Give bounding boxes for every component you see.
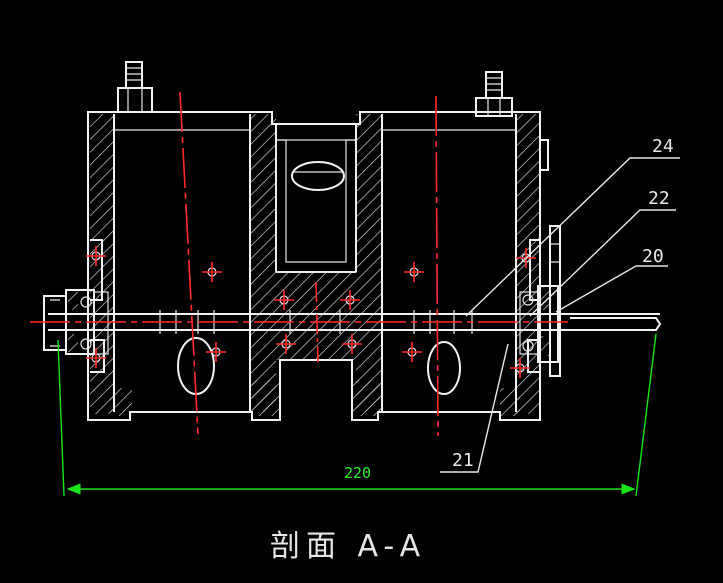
- callout-22: 22: [648, 188, 670, 209]
- callout-21: 21: [452, 450, 474, 471]
- dimension-220: 220: [344, 464, 371, 482]
- housing-section: [87, 61, 549, 421]
- callout-24: 24: [652, 136, 674, 157]
- top-bolt-right: [475, 71, 513, 117]
- centerlines: [30, 91, 568, 437]
- lower-bore-right: [427, 341, 461, 395]
- overall-dimension: [57, 333, 657, 497]
- right-end-cap: [519, 225, 561, 377]
- leaders: [440, 157, 680, 473]
- callout-20: 20: [642, 246, 664, 267]
- fastener-marks: [86, 246, 536, 378]
- section-title: 剖面 A-A: [270, 529, 426, 564]
- top-bolt-left: [117, 61, 153, 113]
